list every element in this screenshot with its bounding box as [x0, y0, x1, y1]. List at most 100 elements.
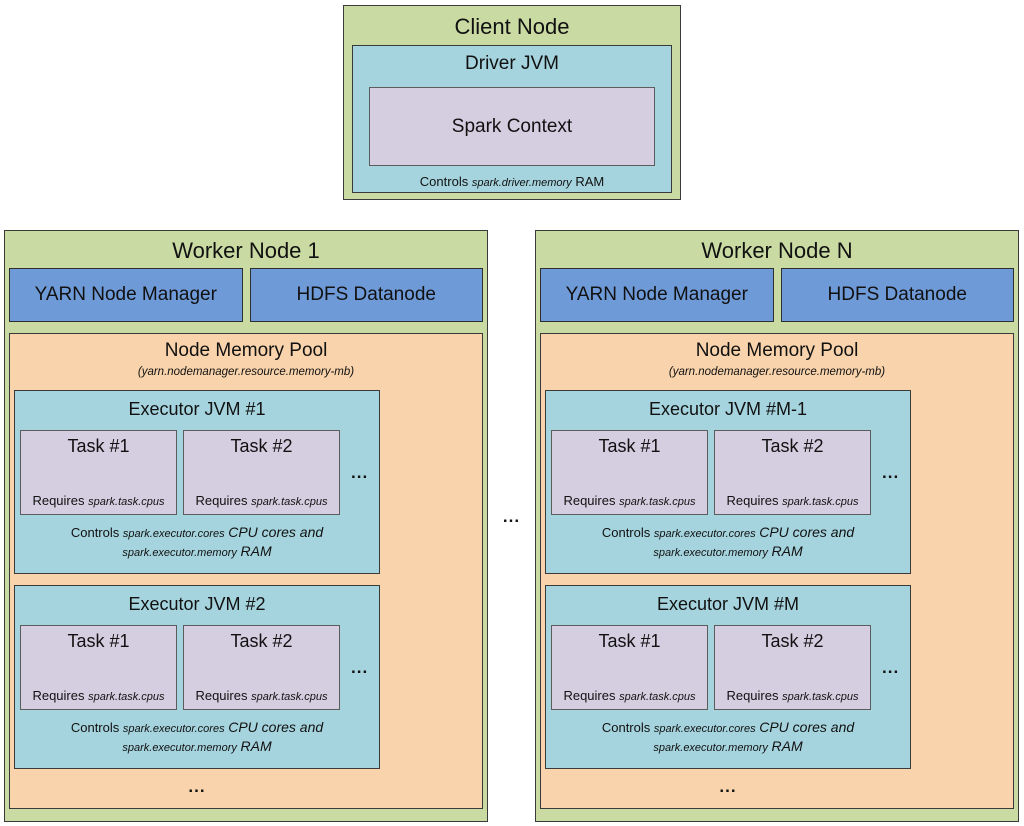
controls-suffix: RAM — [771, 543, 803, 559]
node-memory-pool-box: Node Memory Pool (yarn.nodemanager.resou… — [9, 333, 483, 809]
worker-nodes-ellipsis: ... — [502, 507, 521, 526]
requires-prefix: Requires — [195, 493, 248, 508]
client-node-box: Client Node Driver JVM Spark Context Con… — [343, 5, 681, 200]
executor-title: Executor JVM #2 — [128, 594, 266, 614]
task-box: Task #2 Requires spark.task.cpus — [183, 625, 340, 710]
executors-ellipsis: ... — [719, 777, 737, 796]
controls-suffix: RAM — [240, 738, 272, 754]
driver-jvm-title: Driver JVM — [465, 53, 559, 74]
executor-jvm-box: Executor JVM #2 Task #1 Requires spark.t… — [14, 585, 380, 769]
driver-memory-property: spark.driver.memory — [471, 177, 572, 189]
requires-prefix: Requires — [32, 493, 85, 508]
driver-controls-note: Controls spark.driver.memory RAM — [353, 174, 671, 191]
worker-node-title: Worker Node N — [701, 238, 853, 263]
executor-controls-note: Controls spark.executor.cores CPU cores … — [546, 719, 910, 757]
client-node-title: Client Node — [454, 14, 570, 39]
executor-title: Executor JVM #1 — [128, 399, 266, 419]
executor-controls-note: Controls spark.executor.cores CPU cores … — [546, 524, 910, 562]
executor-title: Executor JVM #M-1 — [648, 399, 808, 419]
task-cpus-property: spark.task.cpus — [619, 691, 696, 703]
memory-pool-title: Node Memory Pool — [695, 340, 859, 361]
executor-cores-property: spark.executor.cores — [653, 723, 756, 735]
task-requires-note: Requires spark.task.cpus — [715, 688, 870, 709]
controls-prefix: Controls — [419, 174, 469, 189]
task-requires-note: Requires spark.task.cpus — [21, 688, 176, 709]
controls-prefix: Controls — [601, 720, 651, 735]
spark-context-box: Spark Context — [369, 87, 655, 166]
controls-middle: CPU cores and — [759, 719, 855, 735]
task-title: Task #1 — [598, 631, 661, 651]
task-requires-note: Requires spark.task.cpus — [184, 688, 339, 709]
requires-prefix: Requires — [32, 688, 85, 703]
hdfs-datanode-label: HDFS Datanode — [296, 284, 436, 305]
executor-memory-property: spark.executor.memory — [653, 742, 768, 754]
yarn-node-manager-box: YARN Node Manager — [540, 268, 774, 322]
hdfs-datanode-label: HDFS Datanode — [827, 284, 967, 305]
controls-middle: CPU cores and — [759, 524, 855, 540]
tasks-row: Task #1 Requires spark.task.cpus Task #2… — [20, 430, 379, 515]
task-box: Task #2 Requires spark.task.cpus — [714, 625, 871, 710]
task-box: Task #1 Requires spark.task.cpus — [20, 430, 177, 515]
executors-ellipsis: ... — [188, 777, 206, 796]
services-row: YARN Node Manager HDFS Datanode — [9, 268, 483, 322]
controls-prefix: Controls — [70, 720, 120, 735]
yarn-node-manager-label: YARN Node Manager — [34, 284, 217, 305]
task-requires-note: Requires spark.task.cpus — [21, 493, 176, 514]
task-box: Task #1 Requires spark.task.cpus — [551, 625, 708, 710]
tasks-ellipsis: ... — [882, 657, 900, 677]
memory-pool-property: (yarn.nodemanager.resource.memory-mb) — [668, 366, 886, 378]
controls-suffix: RAM — [771, 738, 803, 754]
requires-prefix: Requires — [726, 493, 779, 508]
node-memory-pool-box: Node Memory Pool (yarn.nodemanager.resou… — [540, 333, 1014, 809]
memory-pool-property: (yarn.nodemanager.resource.memory-mb) — [137, 366, 355, 378]
task-title: Task #2 — [761, 631, 824, 651]
tasks-row: Task #1 Requires spark.task.cpus Task #2… — [20, 625, 379, 710]
task-requires-note: Requires spark.task.cpus — [715, 493, 870, 514]
task-cpus-property: spark.task.cpus — [782, 691, 859, 703]
tasks-row: Task #1 Requires spark.task.cpus Task #2… — [551, 625, 910, 710]
worker-node-title: Worker Node 1 — [172, 238, 320, 263]
task-cpus-property: spark.task.cpus — [782, 496, 859, 508]
controls-middle: CPU cores and — [228, 719, 324, 735]
tasks-ellipsis: ... — [351, 462, 369, 482]
executor-controls-note: Controls spark.executor.cores CPU cores … — [15, 719, 379, 757]
executor-title: Executor JVM #M — [656, 594, 800, 614]
task-requires-note: Requires spark.task.cpus — [552, 688, 707, 709]
task-title: Task #2 — [230, 436, 293, 456]
task-box: Task #2 Requires spark.task.cpus — [183, 430, 340, 515]
executor-memory-property: spark.executor.memory — [122, 547, 237, 559]
controls-middle: CPU cores and — [228, 524, 324, 540]
executor-memory-property: spark.executor.memory — [653, 547, 768, 559]
controls-suffix: RAM — [575, 174, 605, 189]
hdfs-datanode-box: HDFS Datanode — [780, 268, 1014, 322]
requires-prefix: Requires — [563, 688, 616, 703]
yarn-node-manager-label: YARN Node Manager — [565, 284, 748, 305]
task-cpus-property: spark.task.cpus — [251, 496, 328, 508]
executor-memory-property: spark.executor.memory — [122, 742, 237, 754]
tasks-ellipsis: ... — [882, 462, 900, 482]
executor-cores-property: spark.executor.cores — [122, 723, 225, 735]
services-row: YARN Node Manager HDFS Datanode — [540, 268, 1014, 322]
tasks-row: Task #1 Requires spark.task.cpus Task #2… — [551, 430, 910, 515]
executor-cores-property: spark.executor.cores — [653, 528, 756, 540]
controls-suffix: RAM — [240, 543, 272, 559]
task-cpus-property: spark.task.cpus — [88, 496, 165, 508]
spark-context-label: Spark Context — [451, 115, 573, 137]
tasks-ellipsis: ... — [351, 657, 369, 677]
executor-cores-property: spark.executor.cores — [122, 528, 225, 540]
executor-jvm-box: Executor JVM #M Task #1 Requires spark.t… — [545, 585, 911, 769]
yarn-node-manager-box: YARN Node Manager — [9, 268, 243, 322]
task-box: Task #1 Requires spark.task.cpus — [20, 625, 177, 710]
task-box: Task #2 Requires spark.task.cpus — [714, 430, 871, 515]
worker-node-n-box: Worker Node N YARN Node Manager HDFS Dat… — [535, 230, 1019, 822]
controls-prefix: Controls — [601, 525, 651, 540]
task-box: Task #1 Requires spark.task.cpus — [551, 430, 708, 515]
requires-prefix: Requires — [563, 493, 616, 508]
requires-prefix: Requires — [726, 688, 779, 703]
worker-node-1-box: Worker Node 1 YARN Node Manager HDFS Dat… — [4, 230, 488, 822]
executor-controls-note: Controls spark.executor.cores CPU cores … — [15, 524, 379, 562]
requires-prefix: Requires — [195, 688, 248, 703]
task-title: Task #2 — [230, 631, 293, 651]
task-title: Task #1 — [67, 631, 130, 651]
executor-jvm-box: Executor JVM #M-1 Task #1 Requires spark… — [545, 390, 911, 574]
